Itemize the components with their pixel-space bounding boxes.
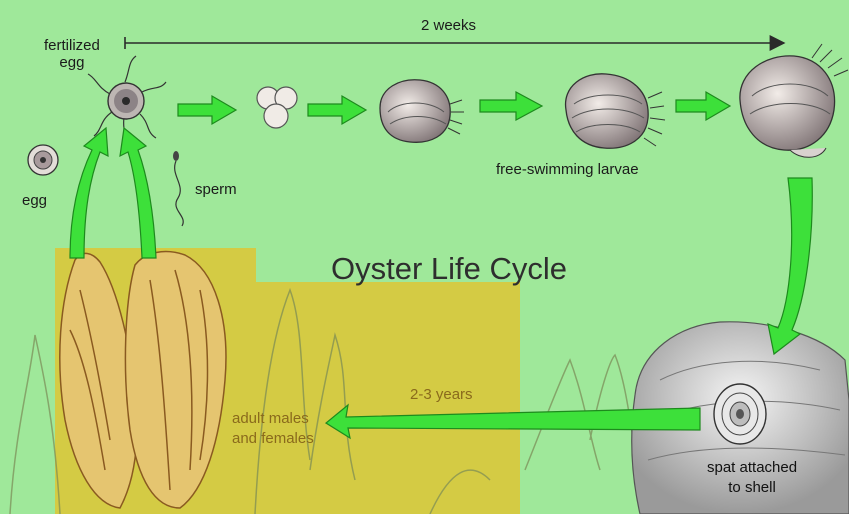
adult-label: adult males and females [232, 409, 314, 449]
cell-cluster-icon [257, 87, 297, 128]
sperm-icon [173, 151, 183, 226]
larva-icon [566, 74, 665, 148]
adult-oyster-icon [60, 252, 226, 508]
spat-label: spat attached to shell [707, 458, 797, 498]
two-three-years-label: 2-3 years [410, 386, 473, 403]
diagram-title: Oyster Life Cycle [331, 251, 567, 287]
two-weeks-label: 2 weeks [421, 17, 476, 34]
fertilized-egg-label: fertilized egg [44, 37, 100, 71]
egg-cell-icon [28, 145, 58, 175]
spat-icon [714, 384, 766, 444]
larva-icon [740, 44, 848, 157]
egg-label: egg [22, 192, 47, 209]
free-swimming-larvae-label: free-swimming larvae [496, 161, 639, 178]
sperm-label: sperm [195, 181, 237, 198]
larva-icon [380, 80, 464, 143]
